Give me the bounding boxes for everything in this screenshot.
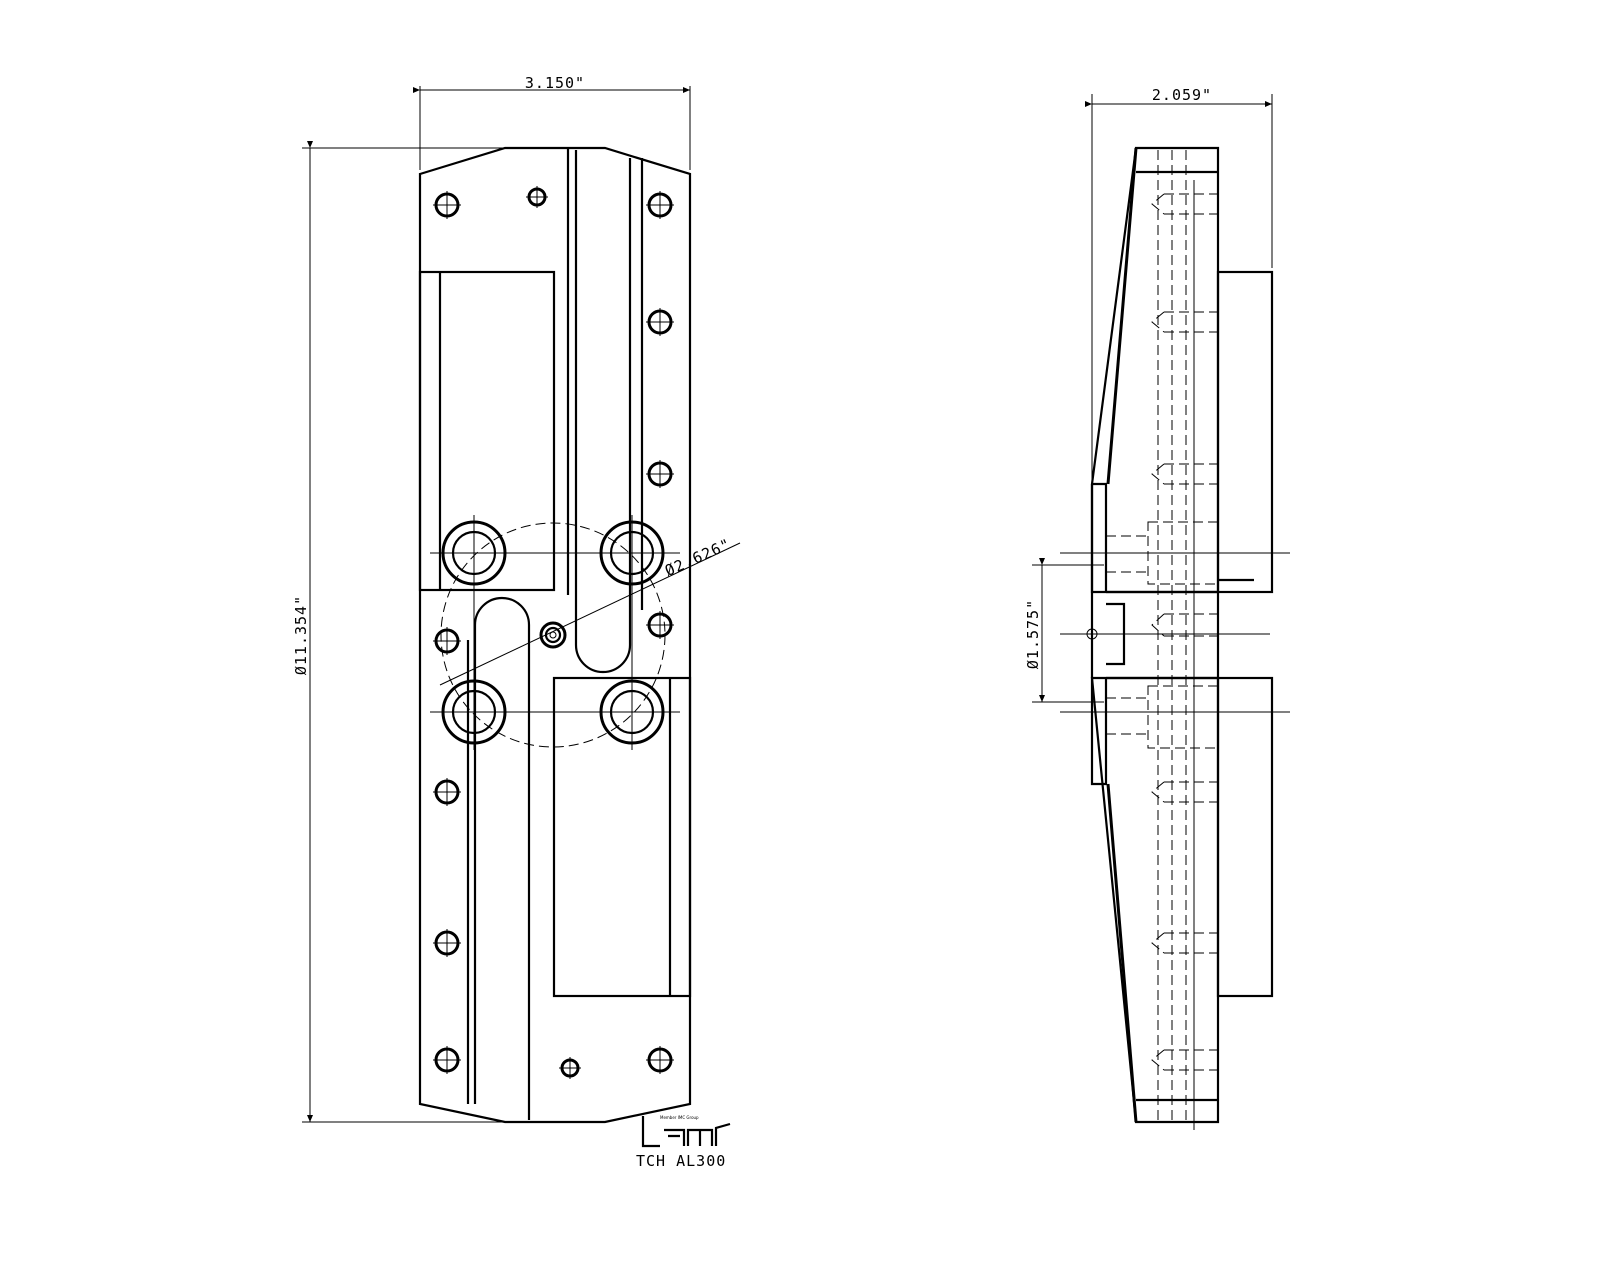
large-bolts — [430, 515, 680, 750]
dim-width-side: 2.059" — [1085, 86, 1273, 480]
dim-label-bolt-circle: Ø2.626" — [662, 535, 733, 580]
dim-label-height: Ø11.354" — [292, 595, 310, 675]
dim-width-front: 3.150" — [413, 74, 691, 170]
side-body — [1090, 146, 1220, 594]
dim-hub-diameter: Ø1.575" — [1024, 558, 1104, 703]
isomax-logo: Member IMC Group TCH AL300 — [636, 1115, 731, 1170]
front-view: 3.150" Ø11.354" Ø2.626" Member IMC Group… — [292, 74, 741, 1170]
dim-label-hub-diameter: Ø1.575" — [1024, 599, 1042, 669]
dim-height: Ø11.354" — [292, 141, 505, 1123]
side-screws — [1151, 193, 1218, 1071]
model-label: TCH AL300 — [636, 1152, 726, 1170]
dim-label-width-side: 2.059" — [1152, 86, 1212, 104]
screw-holes — [433, 186, 674, 1079]
dim-label-width-front: 3.150" — [525, 74, 585, 92]
lower-pad — [1216, 676, 1274, 998]
front-outline — [418, 146, 692, 1124]
upper-pad — [1216, 270, 1274, 594]
upper-left-window — [418, 270, 556, 592]
side-view: 2.059" Ø1.575" — [1024, 86, 1290, 1130]
lower-right-window — [552, 676, 692, 998]
dim-bolt-circle: Ø2.626" — [439, 535, 741, 686]
left-slot — [473, 596, 531, 1120]
logo-tagline: Member IMC Group — [660, 1115, 699, 1120]
right-slot — [574, 150, 632, 674]
